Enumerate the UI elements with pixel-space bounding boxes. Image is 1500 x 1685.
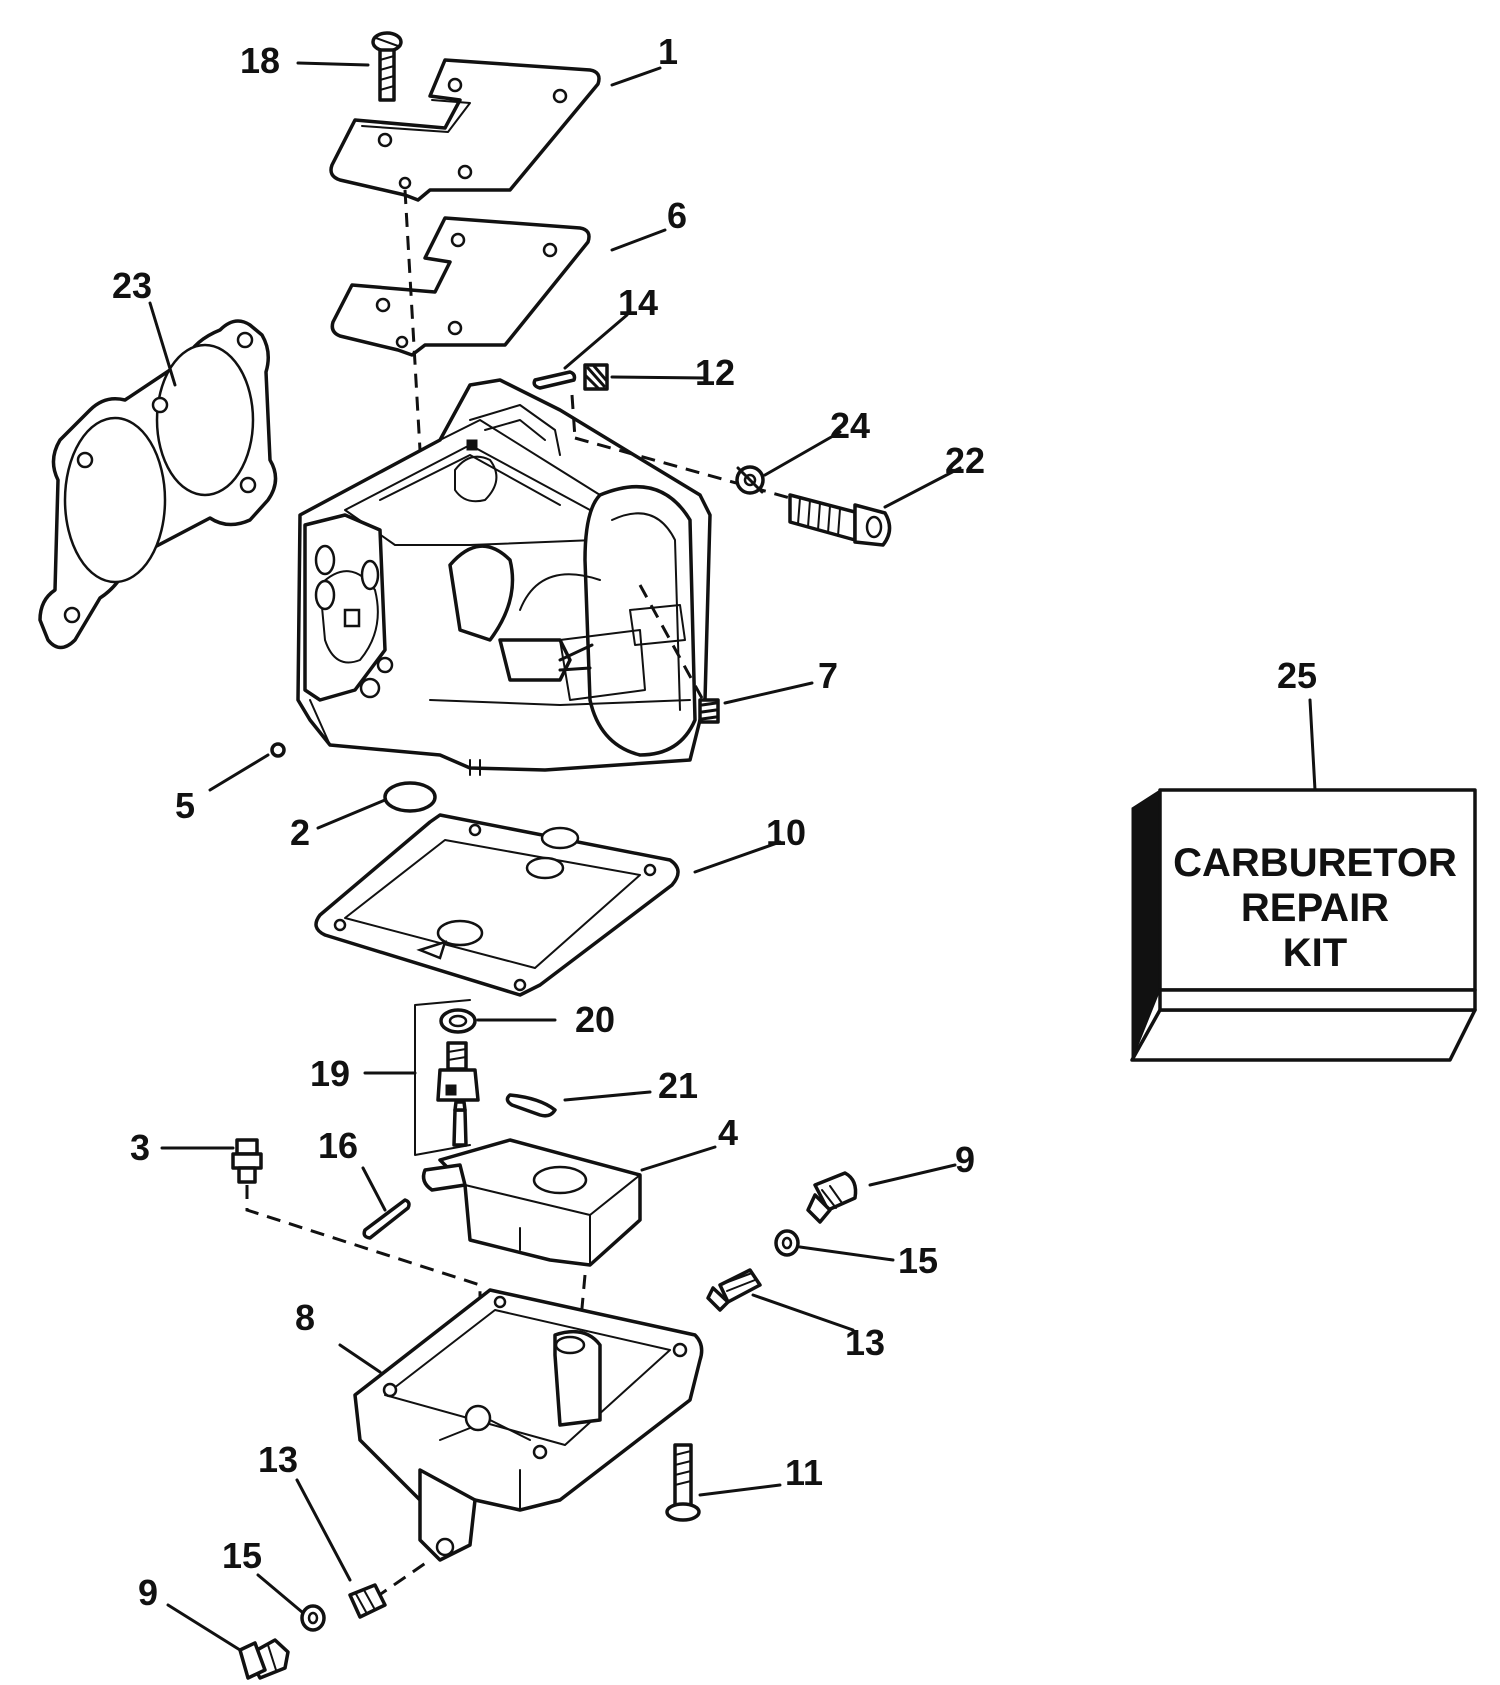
alignment-line-3 <box>245 1185 482 1320</box>
part-13-upper-jet <box>706 1268 762 1312</box>
part-9-lower-plug-screw <box>238 1638 290 1680</box>
part-18-screw <box>371 31 403 102</box>
callout-15-upper: 15 <box>898 1240 938 1281</box>
callout-21: 21 <box>658 1065 698 1106</box>
part-1-cover-plate <box>329 58 601 202</box>
alignment-line-lower <box>374 1558 431 1600</box>
callout-6: 6 <box>667 195 687 236</box>
alignment-line-cover <box>403 189 422 451</box>
part-19-needle-seat-group <box>414 999 471 1156</box>
kit-label-line2: REPAIR <box>1241 886 1389 930</box>
callout-1: 1 <box>658 31 678 72</box>
callout-9-lower: 9 <box>138 1572 158 1613</box>
part-7-spring <box>698 698 720 724</box>
callout-22: 22 <box>945 440 985 481</box>
alignment-line-12 <box>570 394 577 439</box>
part-needle-seat <box>436 1041 480 1102</box>
callout-16: 16 <box>318 1125 358 1166</box>
callout-12: 12 <box>695 352 735 393</box>
part-2-disc <box>383 781 437 813</box>
kit-label-line1: CARBURETOR <box>1173 841 1457 885</box>
callout-13-lower: 13 <box>258 1439 298 1480</box>
part-12-plug <box>583 363 609 391</box>
part-carburetor-body <box>296 378 712 776</box>
part-needle <box>452 1100 468 1147</box>
callout-5: 5 <box>175 785 195 826</box>
part-15-lower-washer <box>300 1604 326 1632</box>
part-16-pin <box>362 1198 411 1240</box>
callout-15-lower: 15 <box>222 1535 262 1576</box>
callout-7: 7 <box>818 655 838 696</box>
callout-4: 4 <box>718 1112 738 1153</box>
part-24-lock-washer <box>735 465 765 495</box>
callout-24: 24 <box>830 405 870 446</box>
part-20-washer <box>439 1008 477 1034</box>
callout-18: 18 <box>240 40 280 81</box>
part-5-ball <box>270 742 286 758</box>
part-6-gasket <box>330 216 591 357</box>
callout-9-upper: 9 <box>955 1139 975 1180</box>
callout-25: 25 <box>1277 655 1317 696</box>
callout-3: 3 <box>130 1127 150 1168</box>
callout-11: 11 <box>785 1452 823 1493</box>
part-25-repair-kit-box: CARBURETOR REPAIR KIT <box>1130 788 1477 1062</box>
callout-2: 2 <box>290 812 310 853</box>
part-3-jet <box>231 1138 263 1184</box>
part-22-cap-screw <box>788 493 892 547</box>
callout-23: 23 <box>112 265 152 306</box>
callout-numbers: 1 18 6 23 14 12 24 22 7 25 5 2 10 20 19 … <box>112 31 1317 1613</box>
leader-lines <box>148 61 1317 1652</box>
part-13-lower-jet <box>348 1583 387 1619</box>
part-10-bowl-gasket <box>314 813 680 997</box>
callout-13-upper: 13 <box>845 1322 885 1363</box>
callout-8: 8 <box>295 1297 315 1338</box>
part-4-float <box>421 1138 642 1267</box>
callout-20: 20 <box>575 999 615 1040</box>
callout-14: 14 <box>618 282 658 323</box>
part-15-upper-washer <box>774 1229 800 1257</box>
kit-label-line3: KIT <box>1283 931 1347 975</box>
part-14-pin <box>532 370 577 390</box>
part-21-clip <box>505 1093 557 1118</box>
part-11-screw <box>665 1443 701 1522</box>
part-23-flange-gasket <box>38 319 278 650</box>
part-9-upper-plug-screw <box>806 1171 858 1224</box>
callout-19: 19 <box>310 1053 350 1094</box>
part-8-float-bowl <box>353 1288 704 1562</box>
callout-10: 10 <box>766 812 806 853</box>
